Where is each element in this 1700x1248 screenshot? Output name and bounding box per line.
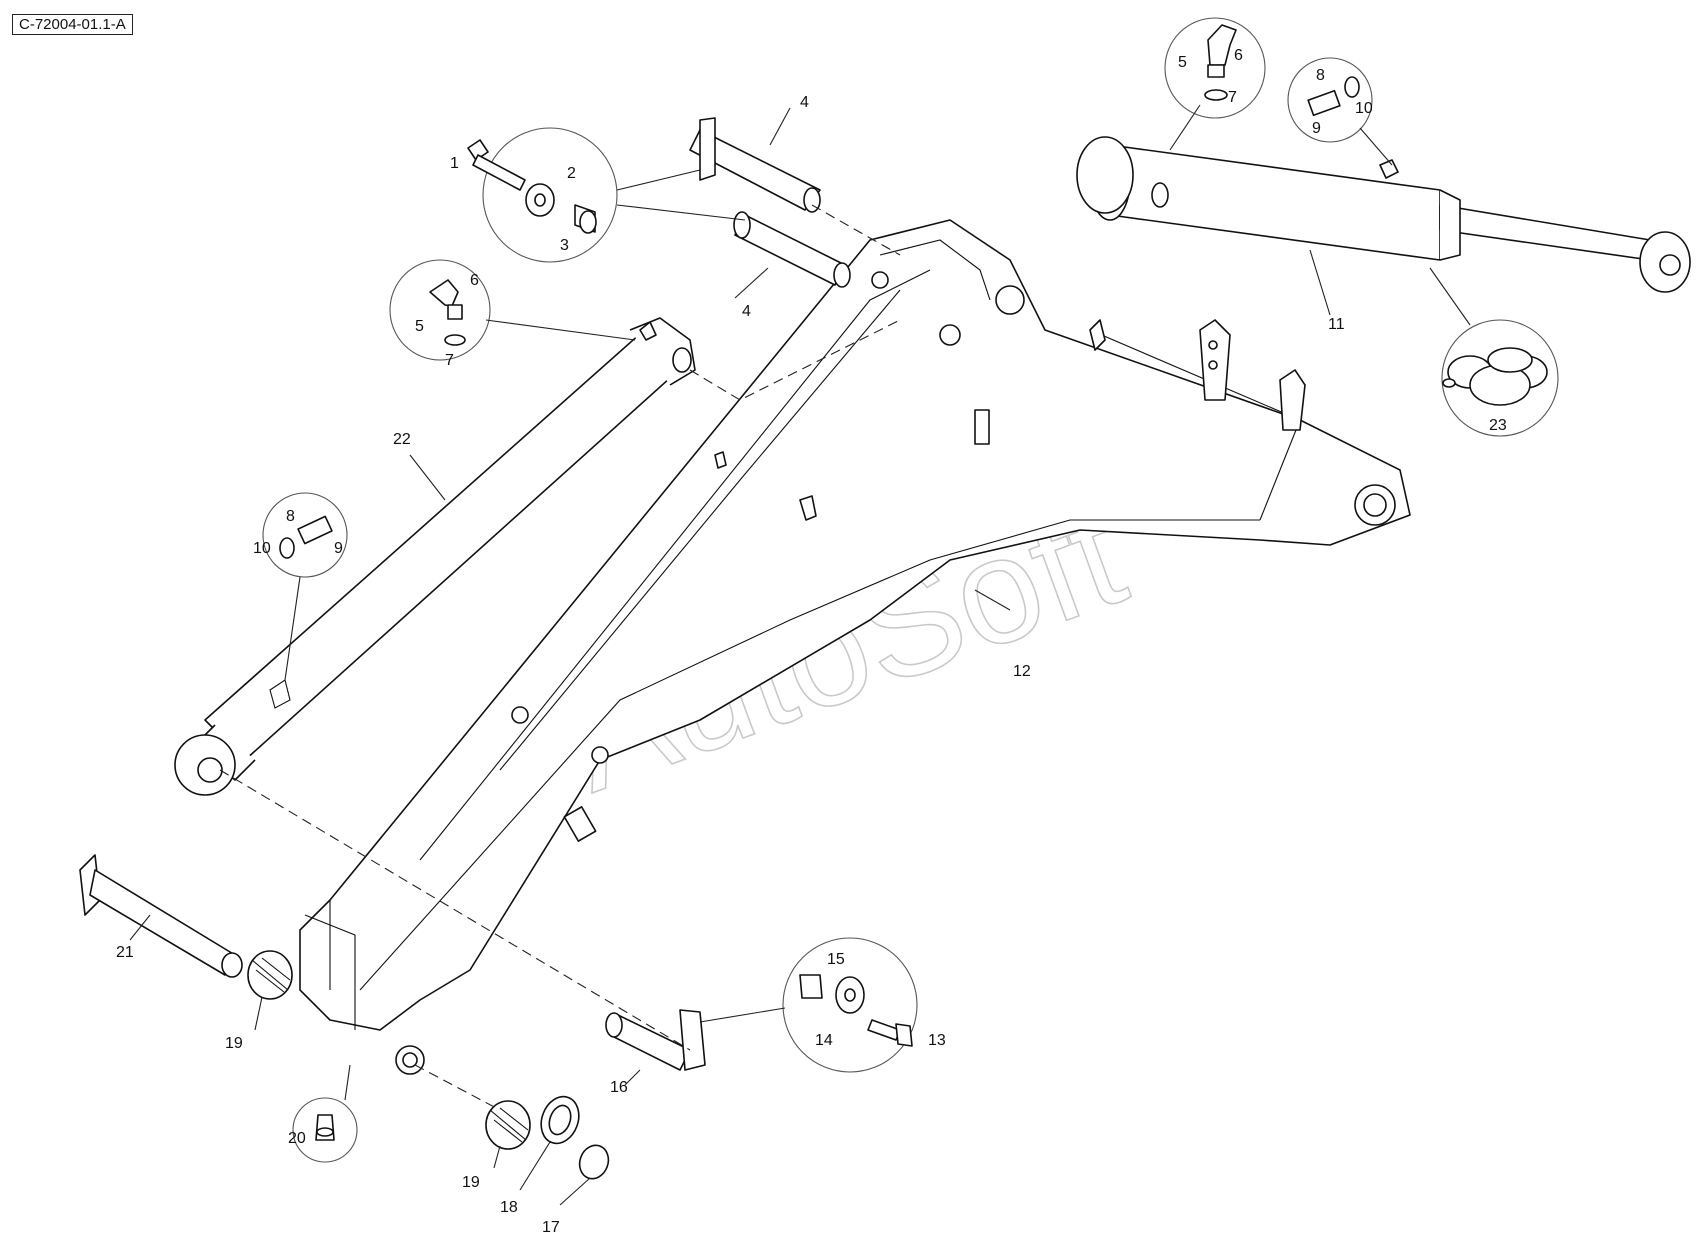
label-7-right: 7 [1228,89,1237,106]
label-6-right: 6 [1234,47,1243,64]
label-10-left: 10 [253,540,271,557]
label-14: 14 [815,1032,833,1049]
label-19-upper: 19 [225,1035,243,1052]
label-1: 1 [450,155,459,172]
label-8-left: 8 [286,508,295,525]
circlip-17 [578,1144,610,1180]
label-21: 21 [116,944,134,961]
label-16: 16 [610,1079,628,1096]
bucket-cylinder-11 [1076,136,1691,293]
label-15: 15 [827,951,845,968]
leader-lines [129,104,1471,1206]
label-9-left: 9 [334,540,343,557]
pin-4-lower [733,211,851,288]
label-10-right: 10 [1355,100,1373,117]
bushing-19-upper [247,950,293,1000]
part-labels: 1 2 3 4 4 5 6 7 5 6 7 8 9 10 8 9 10 11 1… [116,47,1507,1236]
pin-16 [605,1009,706,1071]
figure-reference: C-72004-01.1-A [12,14,133,35]
label-11: 11 [1328,316,1345,333]
label-4-upper: 4 [800,94,809,111]
label-2: 2 [567,165,576,182]
label-22: 22 [393,431,411,448]
label-6-left: 6 [470,272,479,289]
label-5-left: 5 [415,318,424,335]
label-19-lower: 19 [462,1174,480,1191]
label-4-lower: 4 [742,303,751,320]
label-3: 3 [560,237,569,254]
boom-top-hole [995,285,1025,315]
label-9-right: 9 [1312,120,1321,137]
boom-assembly [299,219,1411,1075]
pin-4-upper [689,117,821,213]
lift-cylinder-22 [174,317,696,796]
label-23: 23 [1489,417,1507,434]
cylinder-11-head [1076,136,1134,214]
label-12: 12 [1013,663,1031,680]
label-20: 20 [288,1130,306,1147]
pin-21 [79,854,243,978]
alignment-line [811,204,901,256]
label-17: 17 [542,1219,560,1236]
bushing-19-lower [485,1100,531,1150]
label-18: 18 [500,1199,518,1216]
label-13: 13 [928,1032,946,1049]
label-5-right: 5 [1178,54,1187,71]
label-8-right: 8 [1316,67,1325,84]
label-7-left: 7 [445,352,454,369]
callout-5-6-7-left [389,259,491,361]
